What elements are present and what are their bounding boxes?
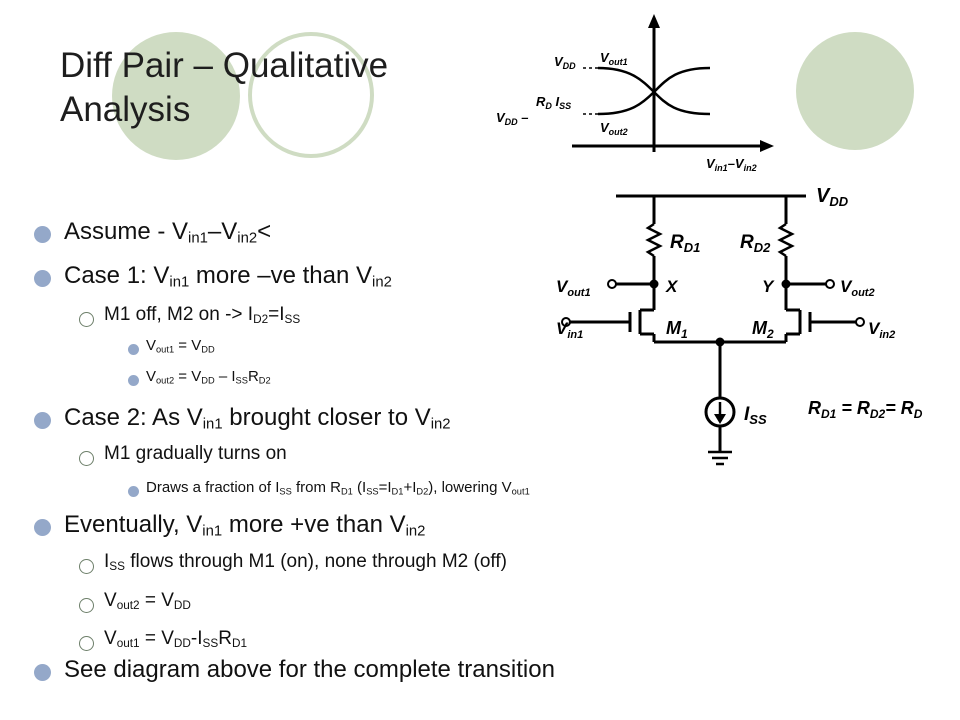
bullet-text-level-2: M1 off, M2 on -> ID2=ISS: [104, 304, 301, 326]
bullet-text-level-2: M1 gradually turns on: [104, 443, 287, 464]
slide-title: Diff Pair – Qualitative Analysis: [60, 44, 480, 132]
svg-text:RD1 = RD2= RD: RD1 = RD2= RD: [808, 398, 923, 421]
diff-pair-schematic: [561, 194, 865, 466]
title-line-2: Analysis: [60, 90, 191, 129]
bullet-text-level-1: Case 1: Vin1 more –ve than Vin2: [64, 262, 392, 291]
bullet-dot-icon: [34, 519, 51, 536]
svg-text:Vout1: Vout1: [556, 277, 591, 299]
bullet-dot-icon: [128, 375, 139, 386]
bullet-dot-icon: [34, 664, 51, 681]
graph-label-vdd-low: VDD –: [496, 110, 529, 127]
bullet-text-level-2: Vout1 = VDD-ISSRD1: [104, 628, 248, 650]
transfer-curve-graph: VDD Vout1 VDD – RD ISS Vout2 Vin1–Vin2: [496, 14, 774, 173]
bullet-text-level-1: Assume - Vin1–Vin2<: [64, 218, 272, 247]
graph-label-xaxis: Vin1–Vin2: [706, 156, 757, 173]
bullet-text-level-1: Case 2: As Vin1 brought closer to Vin2: [64, 404, 451, 433]
bullet-text-level-1: See diagram above for the complete trans…: [64, 656, 555, 683]
svg-text:VDD: VDD: [816, 185, 849, 209]
graph-label-vout1: Vout1: [600, 50, 628, 67]
decor-circle-ring: [248, 32, 374, 158]
graph-label-vdd: VDD: [554, 54, 576, 71]
bullet-ring-icon: [79, 559, 94, 574]
graph-label-rd-iss: RD ISS: [536, 94, 571, 111]
bullet-dot-icon: [34, 412, 51, 429]
bullet-text-level-2: ISS flows through M1 (on), none through …: [104, 551, 507, 573]
svg-text:RD1: RD1: [670, 232, 700, 255]
svg-text:Vout2: Vout2: [840, 277, 875, 299]
svg-text:Vin2: Vin2: [868, 319, 895, 341]
bullet-text-level-3: Vout1 = VDD: [146, 337, 215, 355]
bullet-ring-icon: [79, 451, 94, 466]
graph-y-arrow: [648, 14, 660, 28]
svg-text:Vin1: Vin1: [556, 319, 583, 341]
decor-circle-filled-right: [796, 32, 914, 150]
bullet-dot-icon: [128, 486, 139, 497]
title-line-1: Diff Pair – Qualitative: [60, 46, 389, 85]
schematic-labels: VDD RD1 RD2 Vout1 Vout2 X Y Vin1 Vin2 M1…: [556, 185, 923, 427]
bullet-text-level-1: Eventually, Vin1 more +ve than Vin2: [64, 511, 426, 540]
bullet-text-level-3: Vout2 = VDD – ISSRD2: [146, 368, 271, 386]
graph-label-vout2: Vout2: [600, 120, 628, 137]
bullet-ring-icon: [79, 312, 94, 327]
bullet-dot-icon: [128, 344, 139, 355]
graph-x-arrow: [760, 140, 774, 152]
bullet-ring-icon: [79, 636, 94, 651]
svg-text:M1: M1: [666, 318, 688, 341]
bullet-ring-icon: [79, 598, 94, 613]
svg-text:M2: M2: [752, 318, 774, 341]
bullet-text-level-2: Vout2 = VDD: [104, 590, 191, 612]
svg-text:Y: Y: [762, 277, 775, 296]
svg-text:ISS: ISS: [744, 404, 767, 427]
svg-text:X: X: [665, 277, 679, 296]
bullet-dot-icon: [34, 226, 51, 243]
bullet-text-level-3: Draws a fraction of ISS from RD1 (ISS=ID…: [146, 479, 530, 497]
resistor-rd2: [777, 222, 795, 258]
bullet-dot-icon: [34, 270, 51, 287]
resistor-rd1: [645, 222, 663, 258]
curve-vout2: [597, 66, 711, 116]
decor-circle-filled-left: [112, 32, 240, 160]
svg-text:RD2: RD2: [740, 232, 771, 255]
